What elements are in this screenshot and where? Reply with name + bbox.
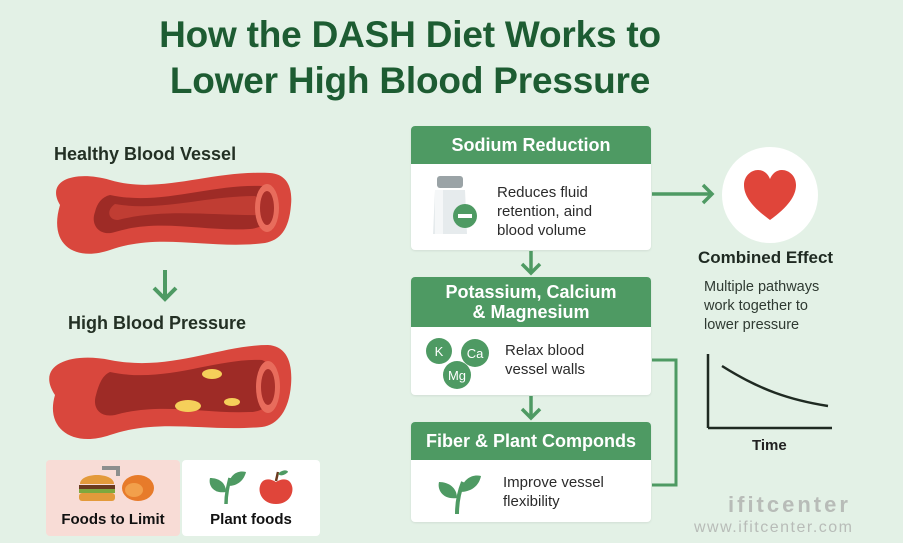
watermark-brand: ifitcenter xyxy=(728,492,851,517)
arrow-right-icon xyxy=(652,183,715,205)
foods-to-limit-box: Foods to Limit xyxy=(46,460,180,536)
calcium-badge: Ca xyxy=(467,346,484,361)
potassium-badge: K xyxy=(435,344,444,359)
minerals-card-text: Relax blood vessel walls xyxy=(505,342,586,378)
healthy-vessel-label: Healthy Blood Vessel xyxy=(54,144,237,164)
heart-icon xyxy=(744,170,796,220)
title-line-2: Lower High Blood Pressure xyxy=(169,60,651,101)
narrowed-vessel-illustration xyxy=(49,345,292,440)
pressure-over-time-graph xyxy=(706,354,832,430)
minerals-card: Potassium, Calcium & Magnesium K Ca Mg R… xyxy=(411,277,651,395)
heart-badge xyxy=(722,147,818,243)
minerals-card-title: Potassium, Calcium & Magnesium xyxy=(411,277,651,327)
watermark-url: www.ifitcenter.com xyxy=(694,519,854,536)
leaf-sprout-icon xyxy=(438,475,481,515)
high-bp-label: High Blood Pressure xyxy=(68,313,247,333)
mineral-badges-icon: K Ca Mg xyxy=(426,338,489,389)
arrow-down-icon xyxy=(520,396,542,421)
title-line-1: How the DASH Diet Works to xyxy=(159,14,661,55)
burger-icon xyxy=(79,466,120,501)
fiber-card: Fiber & Plant Componds Improve vessel fl… xyxy=(411,422,651,522)
arrow-down-icon xyxy=(152,270,178,302)
plant-foods-label: Plant foods xyxy=(210,511,292,528)
apple-icon xyxy=(259,470,293,504)
arrow-down-icon xyxy=(520,251,542,276)
page-title: How the DASH Diet Works to Lower High Bl… xyxy=(0,12,820,104)
magnesium-badge: Mg xyxy=(448,368,466,383)
sodium-reduction-card: Sodium Reduction Reduces fluid retention… xyxy=(411,126,651,250)
chicken-leg-icon xyxy=(122,475,154,501)
sodium-card-text: Reduces fluid retention, aind blood volu… xyxy=(497,184,593,239)
plant-foods-box: Plant foods xyxy=(182,460,320,536)
combined-effect-title: Combined Effect xyxy=(698,248,834,267)
graph-x-label: Time xyxy=(752,437,787,454)
salt-shaker-icon xyxy=(433,176,477,234)
foods-to-limit-label: Foods to Limit xyxy=(61,511,165,528)
leaf-sprout-icon xyxy=(209,471,246,505)
healthy-vessel-illustration xyxy=(56,172,292,254)
fiber-card-title: Fiber & Plant Componds xyxy=(411,422,651,460)
connector-bracket xyxy=(652,358,678,487)
combined-effect-text: Multiple pathways work together to lower… xyxy=(704,279,820,333)
fiber-card-text: Improve vessel flexibility xyxy=(503,474,604,510)
sodium-card-title: Sodium Reduction xyxy=(411,126,651,164)
